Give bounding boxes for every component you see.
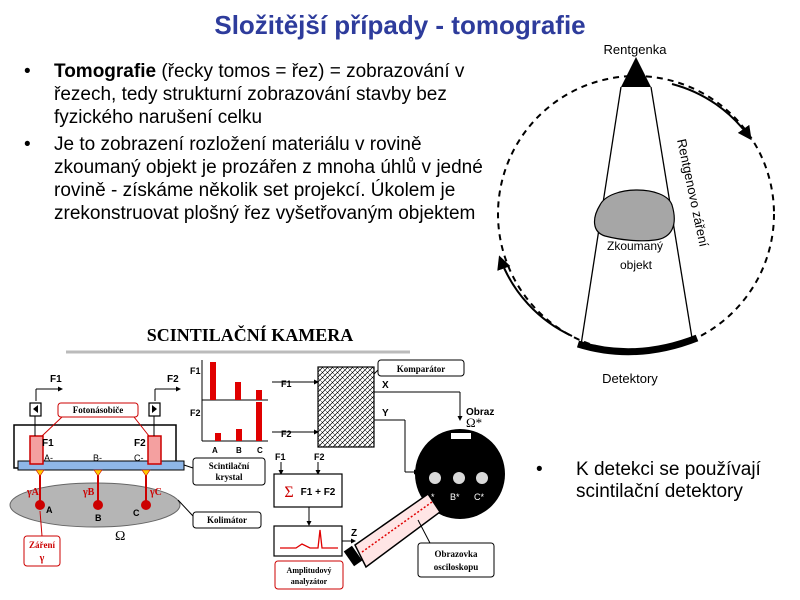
zareni-label-1: Záření	[29, 540, 55, 550]
b-star-label: B*	[450, 492, 460, 502]
fotonasobice-pointer-left	[41, 416, 63, 437]
hist-f2-label: F2	[190, 408, 201, 418]
hist-c-label: C	[257, 446, 263, 455]
zareni-label-2: γ	[39, 553, 45, 564]
scope-dot-b	[453, 472, 465, 484]
bullet-definition: (řecky tomos = řez) = zobrazování v řeze…	[54, 61, 465, 128]
kolimator-box	[192, 511, 262, 529]
comp-f2-label: F2	[281, 429, 292, 439]
kolimator-pointer	[177, 499, 194, 517]
amp-label-1: Amplitudový	[287, 566, 332, 575]
scint-label-2: krystal	[216, 472, 243, 482]
f1-mid-label: F1	[42, 438, 54, 449]
gamma-b-label: γB	[82, 487, 95, 498]
scope-dot-a	[429, 472, 441, 484]
sum-symbol: Σ	[284, 484, 293, 501]
hist-f1-label: F1	[190, 366, 201, 376]
a-minus-label: A-	[44, 453, 53, 463]
f2-mid-label: F2	[134, 438, 146, 449]
bullet-text: Je to zobrazení rozložení materiálu v ro…	[54, 134, 483, 224]
bullet-dot: •	[24, 134, 31, 155]
amp-label-2: analyzátor	[291, 577, 328, 586]
c-label: C	[133, 508, 140, 518]
comparator-block	[317, 366, 375, 448]
comp-f1-label: F1	[281, 379, 292, 389]
scint-pointer	[183, 464, 194, 469]
bullet-tomografie: • Tomografie (řecky tomos = řez) = zobra…	[22, 60, 492, 129]
photomultiplier-f2	[147, 435, 162, 465]
kolimator-label: Kolimátor	[207, 515, 247, 525]
sum-f2-label: F2	[314, 452, 325, 462]
scint-box	[192, 457, 266, 486]
z-label: Z	[351, 528, 357, 539]
bullet-dot: •	[24, 61, 31, 82]
f1-top-label: F1	[50, 374, 62, 385]
obraz-label: Obraz	[466, 407, 494, 418]
bullet-detekce: • K detekci se používají scintilační det…	[536, 459, 786, 503]
c-star-label: C*	[474, 492, 484, 502]
detector-label: Detektory	[602, 371, 658, 386]
scope-gun	[343, 545, 363, 567]
camera-title: SCINTILAČNÍ KAMERA	[147, 324, 354, 345]
rotation-arrow-top	[671, 83, 752, 141]
komparator-box	[377, 359, 465, 377]
f2-histogram	[201, 400, 268, 442]
fotonasobice-pointer-right	[133, 416, 150, 437]
amplitude-analyser	[273, 525, 343, 557]
xray-source-icon	[621, 57, 651, 87]
bullet-dot: •	[536, 459, 543, 480]
hist-a-label: A	[212, 446, 218, 455]
osc-label-2: osciloskopu	[434, 562, 479, 572]
gamma-c-label: γC	[149, 487, 162, 498]
scint-label-1: Scintilační	[209, 461, 250, 471]
sum-label: F1 + F2	[301, 487, 336, 498]
object-label-1: Zkoumaný	[607, 239, 663, 253]
amp-box	[274, 560, 344, 590]
c-minus-label: C-	[134, 453, 144, 463]
rotation-arrow-left	[497, 255, 573, 337]
zareni-pointer	[39, 510, 43, 537]
omega-label: Ω	[115, 529, 125, 544]
sum-block	[273, 473, 343, 508]
amp-waveform	[280, 529, 338, 549]
scope-marker	[451, 433, 471, 439]
page-title: Složitější případy - tomografie	[214, 10, 586, 40]
bullet-term: Tomografie	[54, 61, 157, 82]
fotonasobice-label: Fotonásobiče	[73, 405, 124, 415]
gamma-a-label: γA	[26, 487, 40, 498]
obrazovka-pointer	[417, 519, 431, 544]
bullet-list: • Tomografie (řecky tomos = řez) = zobra…	[22, 60, 492, 229]
f1-histogram	[201, 360, 268, 401]
bullet-text: K detekci se používají scintilační detek…	[576, 459, 761, 502]
f1-output-glyph	[33, 405, 38, 413]
hist-b-label: B	[236, 446, 242, 455]
a-label: A	[46, 505, 53, 515]
scope-dot-c	[476, 472, 488, 484]
komparator-label: Komparátor	[397, 364, 446, 374]
y-label: Y	[382, 408, 389, 419]
obrazovka-box	[417, 542, 495, 578]
sum-f1-label: F1	[275, 452, 286, 462]
osc-label-1: Obrazovka	[434, 549, 478, 559]
f2-top-label: F2	[167, 374, 179, 385]
komparator-pointer	[373, 369, 379, 375]
fotonasobice-box	[57, 402, 139, 418]
examined-object	[594, 189, 675, 242]
bullet-rozlozeni: • Je to zobrazení rozložení materiálu v …	[22, 133, 492, 225]
b-minus-label: B-	[93, 453, 102, 463]
detector-arc	[576, 334, 699, 356]
gamma-sources	[35, 469, 151, 510]
f2-output-glyph	[152, 405, 157, 413]
object-label-2: objekt	[620, 258, 653, 272]
photomultiplier-f1	[29, 435, 44, 465]
omega-star-label: Ω*	[466, 415, 482, 430]
b-label: B	[95, 513, 102, 523]
source-label: Rentgenka	[604, 42, 668, 57]
x-label: X	[382, 380, 389, 391]
